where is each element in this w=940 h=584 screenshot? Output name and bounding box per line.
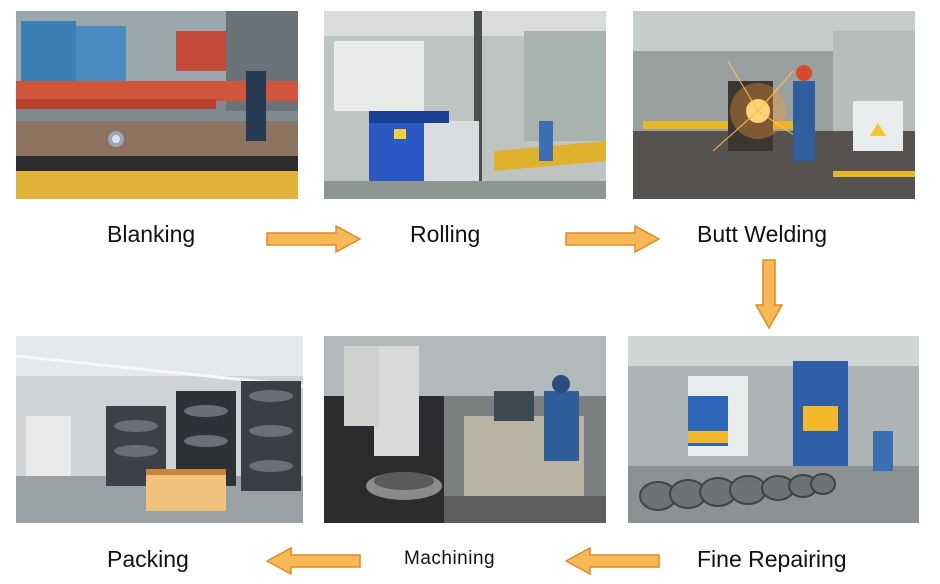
arrow-down-icon: [755, 259, 783, 329]
step-label-butt-welding: Butt Welding: [697, 221, 827, 248]
arrow-right-icon: [565, 225, 660, 253]
step-label-blanking: Blanking: [107, 221, 195, 248]
blanking-photo: [16, 11, 298, 199]
packing-photo: [16, 336, 303, 523]
arrow-left-icon: [565, 547, 660, 575]
step-label-machining: Machining: [404, 548, 495, 570]
machining-photo: [324, 336, 606, 523]
butt-welding-photo: [633, 11, 915, 199]
fine-repairing-photo: [628, 336, 919, 523]
arrow-left-icon: [266, 547, 361, 575]
step-label-packing: Packing: [107, 546, 189, 573]
step-label-rolling: Rolling: [410, 221, 480, 248]
rolling-photo: [324, 11, 606, 199]
arrow-right-icon: [266, 225, 361, 253]
step-label-fine-repairing: Fine Repairing: [697, 546, 847, 573]
